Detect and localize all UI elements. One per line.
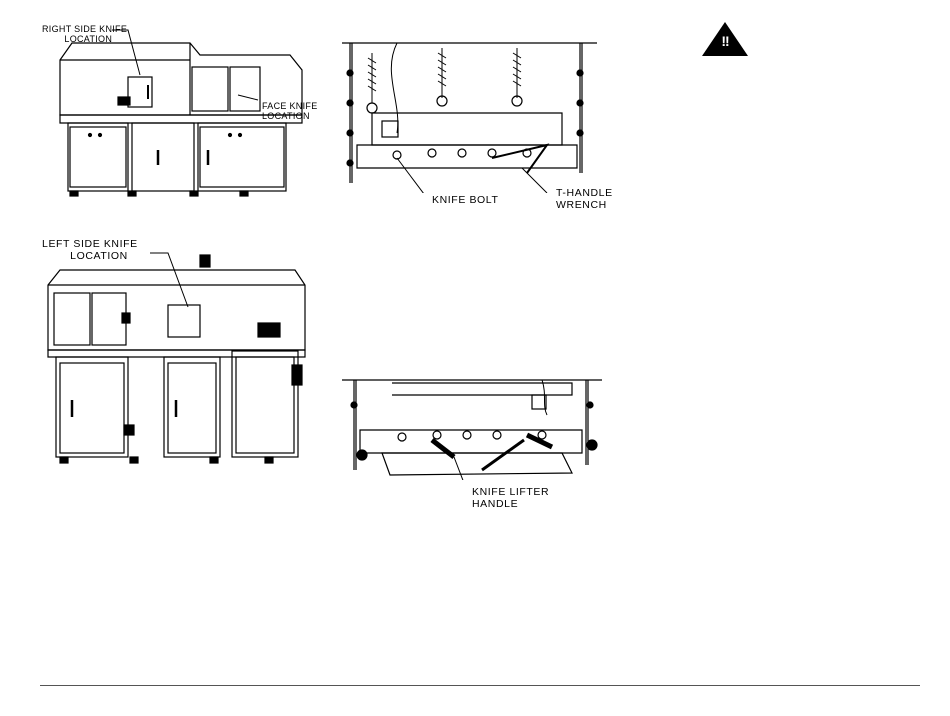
- footer-rule: [40, 685, 920, 686]
- face-knife-label: FACE KNIFE LOCATION: [262, 101, 318, 121]
- right-side-knife-label: RIGHT SIDE KNIFE LOCATION: [42, 24, 127, 44]
- knife-bolt-closeup-illustration: [342, 33, 602, 193]
- left-side-knife-label: LEFT SIDE KNIFE LOCATION: [42, 238, 138, 262]
- knife-lifter-handle-label: KNIFE LIFTER HANDLE: [472, 486, 549, 510]
- machine-left-side-illustration: [40, 235, 310, 470]
- warning-mark: !!: [702, 33, 748, 49]
- knife-bolt-label: KNIFE BOLT: [432, 194, 498, 206]
- warning-symbol: !!: [702, 22, 748, 56]
- t-handle-wrench-label: T-HANDLE WRENCH: [556, 187, 613, 211]
- knife-lifter-closeup-illustration: [342, 375, 607, 480]
